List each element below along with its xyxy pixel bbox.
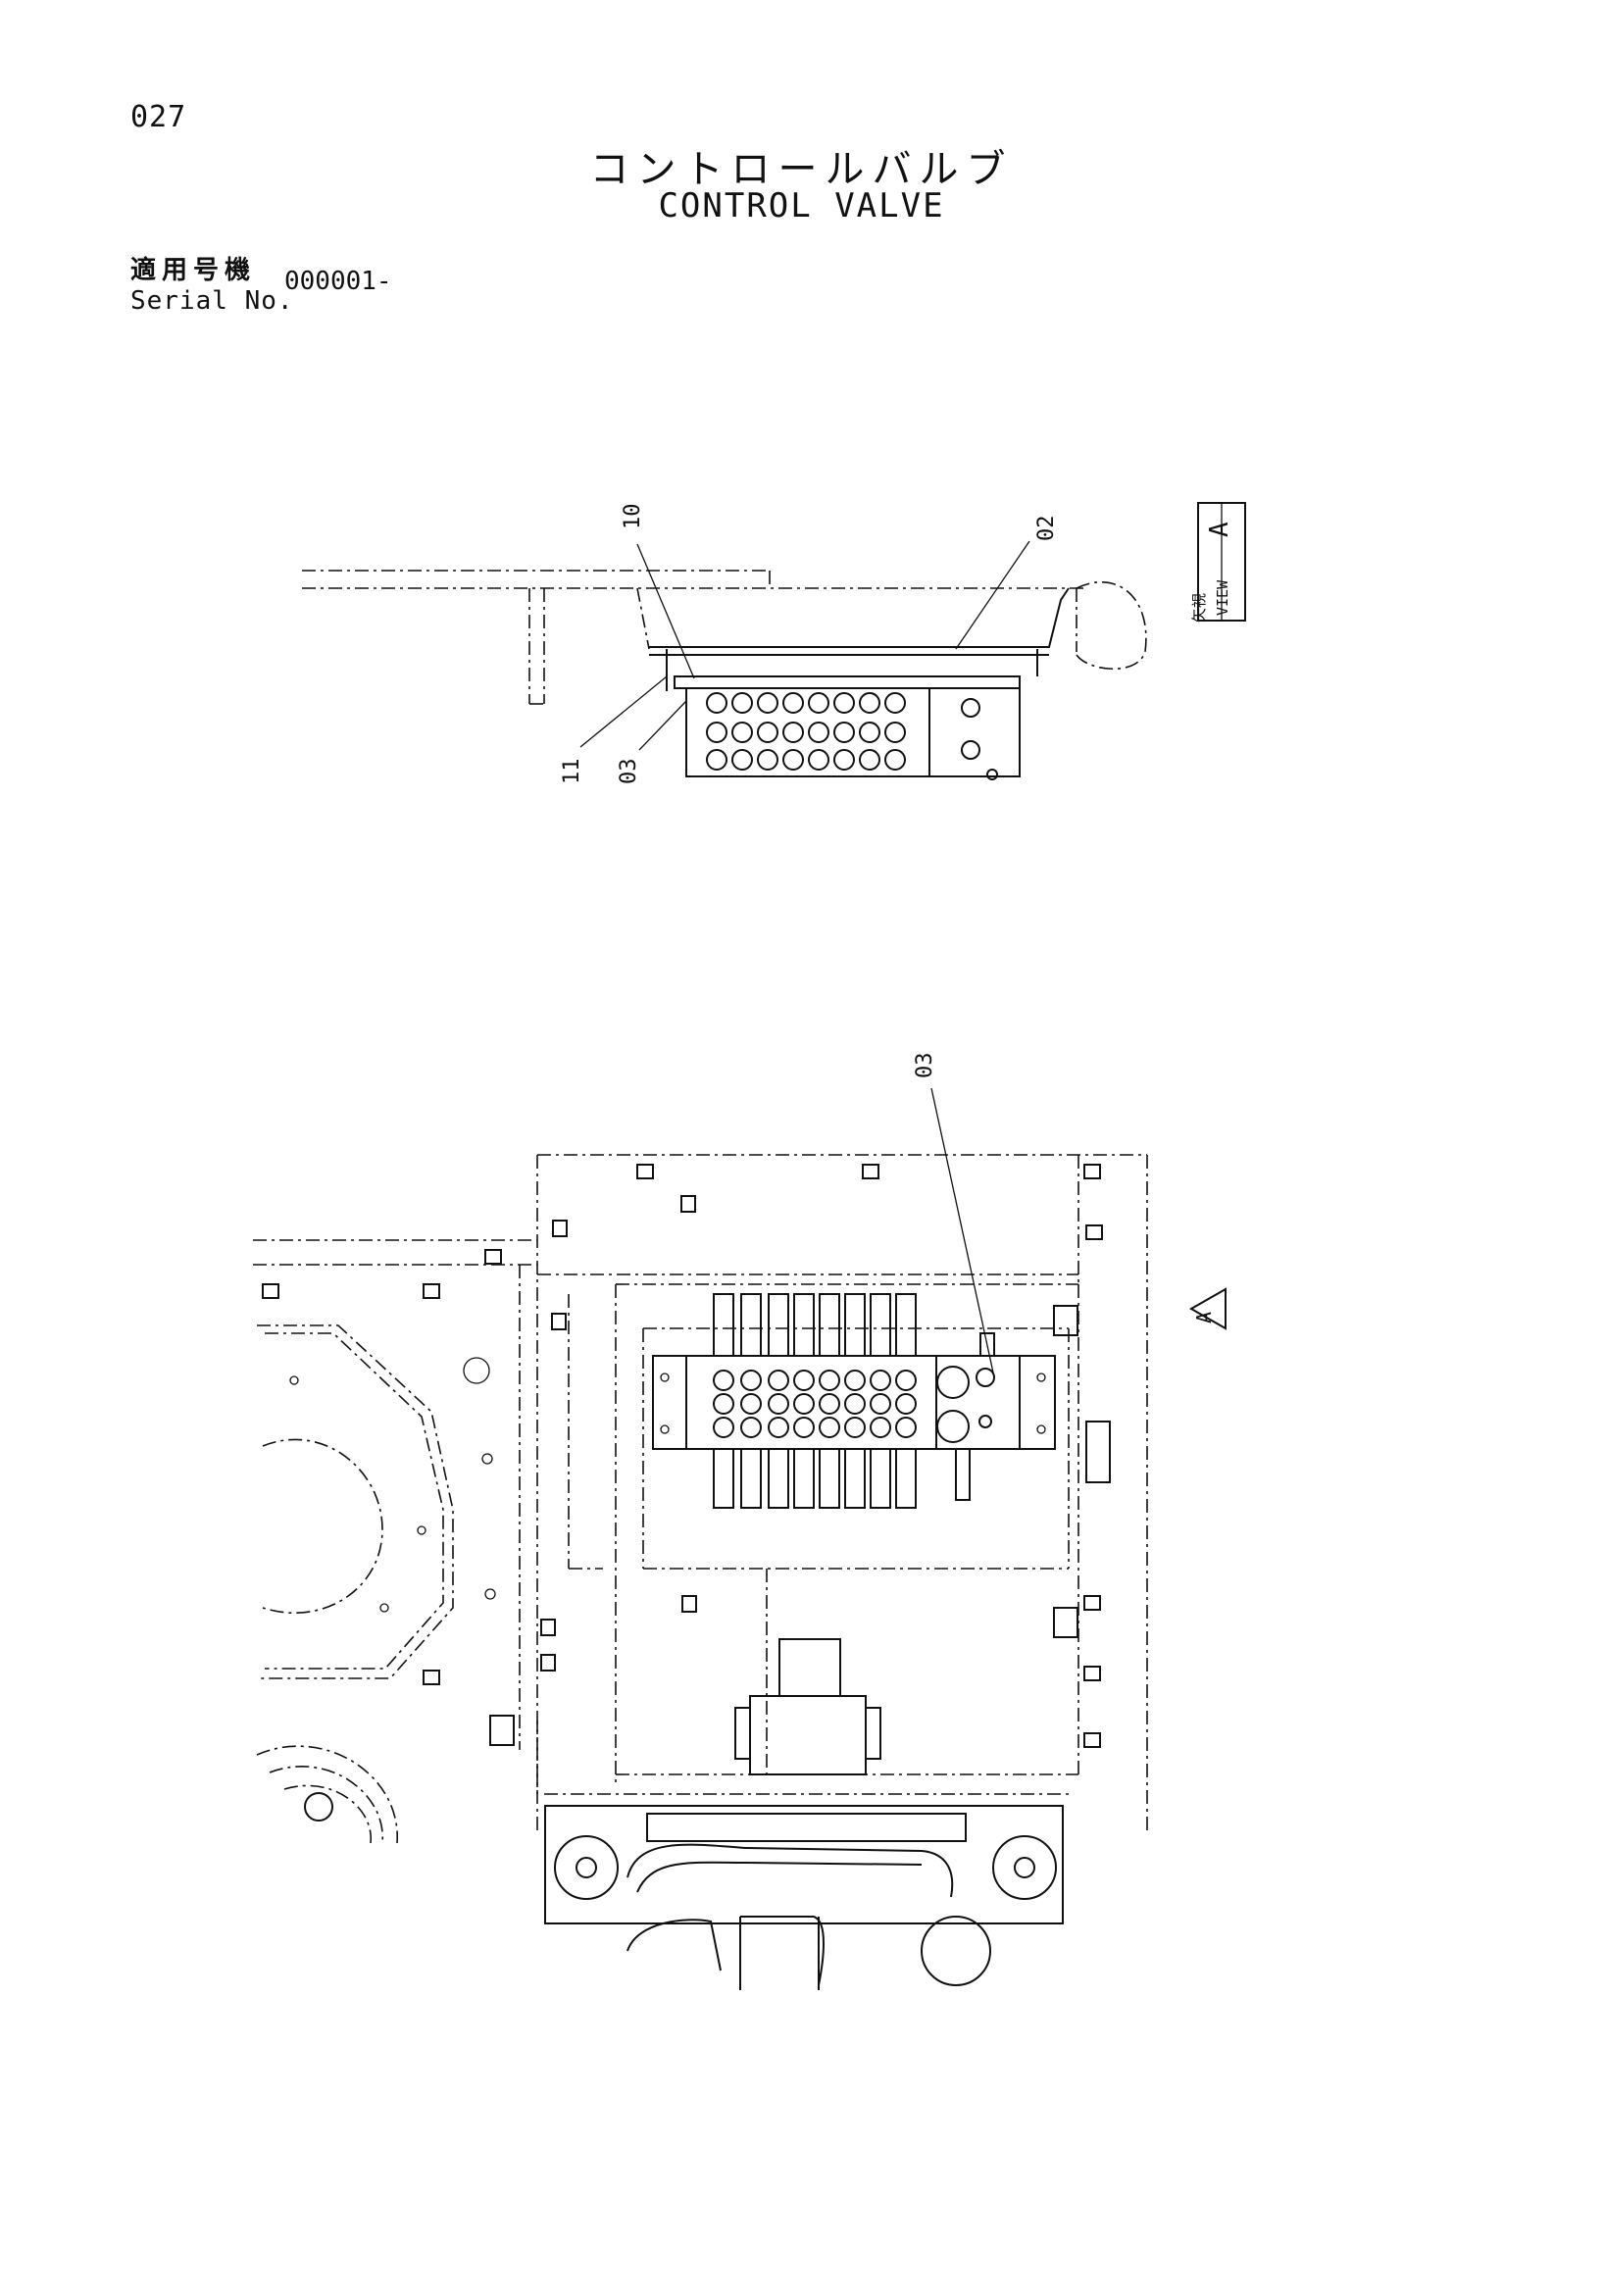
view-label: VIEW (1214, 579, 1231, 616)
callout-02: 02 (1034, 516, 1059, 542)
view-arrow-letter: A (1192, 1312, 1216, 1323)
callout-03-bottom: 03 (913, 1053, 937, 1079)
view-label-ja: 矢視 (1190, 593, 1208, 623)
view-letter: A (1205, 522, 1234, 537)
serial-label-japanese: 適用号機 (130, 256, 257, 285)
hose-clips (262, 1164, 1111, 1748)
view-a-label-box: 矢視 VIEW A (1190, 502, 1246, 623)
page-number: 027 (130, 100, 187, 134)
plan-view-drawing: A (253, 1087, 1227, 1990)
serial-value: 000001- (284, 267, 392, 296)
side-view-drawing (302, 540, 1147, 780)
callout-11: 11 (560, 759, 584, 785)
callout-03-top: 03 (617, 759, 641, 785)
valve-spools-side (706, 692, 998, 780)
page-title: CONTROL VALVE (658, 186, 945, 225)
page-title-japanese: コントロールバルブ (589, 147, 1014, 192)
callout-10: 10 (621, 504, 645, 530)
control-valve-top-view (652, 1293, 1056, 1509)
serial-label: Serial No. (130, 286, 294, 316)
